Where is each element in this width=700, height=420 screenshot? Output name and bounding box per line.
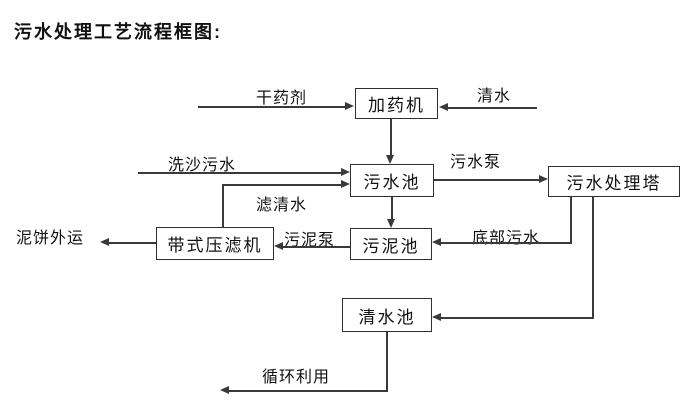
diagram-title: 污水处理工艺流程框图:: [14, 22, 222, 42]
flow-label-sludge-pump: 污泥泵: [284, 232, 336, 249]
flow-line-bottom-sewage-horizontal: [441, 242, 571, 244]
flow-label-clean-water: 清水: [477, 88, 512, 105]
flow-label-sand-washing-sewage: 洗沙污水: [168, 157, 237, 174]
flow-line-sand-washing-sewage: [138, 172, 341, 174]
node-clean-water-pool: 清水池: [342, 298, 432, 332]
flow-label-filtered-water: 滤清水: [256, 197, 308, 214]
flow-line-sewage-to-sludge: [391, 197, 393, 219]
arrowhead-right-icon: [539, 175, 548, 183]
flow-line-tower-to-clean-vertical: [592, 197, 594, 319]
node-dosing-machine: 加药机: [355, 88, 438, 119]
arrowhead-left-icon: [439, 103, 448, 111]
flow-line-bottom-sewage-vertical: [570, 197, 572, 244]
arrowhead-right-icon: [341, 180, 350, 188]
flow-line-mud-cake-outbound: [109, 242, 156, 244]
arrowhead-left-icon: [274, 242, 283, 250]
flow-line-dosing-to-sewage: [390, 119, 392, 155]
arrowhead-right-icon: [341, 168, 350, 176]
flow-line-recycling-vertical: [386, 332, 388, 392]
node-treatment-tower: 污水处理塔: [548, 166, 680, 197]
flow-line-recycling-horizontal: [229, 390, 387, 392]
node-sewage-pool: 污水池: [350, 164, 434, 197]
node-belt-filter-press: 带式压滤机: [156, 227, 274, 260]
node-sludge-pool: 污泥池: [350, 228, 432, 260]
arrowhead-down-icon: [387, 219, 395, 228]
flow-line-tower-to-clean-horizontal: [441, 317, 594, 319]
flow-label-bottom-sewage: 底部污水: [472, 230, 541, 247]
arrowhead-left-icon: [220, 386, 229, 394]
flow-label-dry-chemical: 干药剂: [256, 90, 308, 107]
arrowhead-right-icon: [345, 102, 354, 110]
arrowhead-left-icon: [432, 238, 441, 246]
flow-line-filtered-water-horizontal: [222, 184, 341, 186]
flow-line-clean-water: [448, 107, 537, 109]
flow-label-recycling: 循环利用: [262, 369, 331, 386]
flow-label-mud-cake-outbound: 泥饼外运: [16, 230, 85, 247]
arrowhead-down-icon: [386, 155, 394, 164]
flow-line-dry-chemical: [198, 106, 345, 108]
arrowhead-left-icon: [432, 313, 441, 321]
flow-line-sludge-pump: [283, 246, 350, 248]
flow-label-sewage-pump: 污水泵: [450, 154, 502, 171]
flow-line-filtered-water-vertical: [222, 184, 224, 227]
arrowhead-left-icon: [100, 238, 109, 246]
flow-line-sewage-pump: [434, 179, 539, 181]
